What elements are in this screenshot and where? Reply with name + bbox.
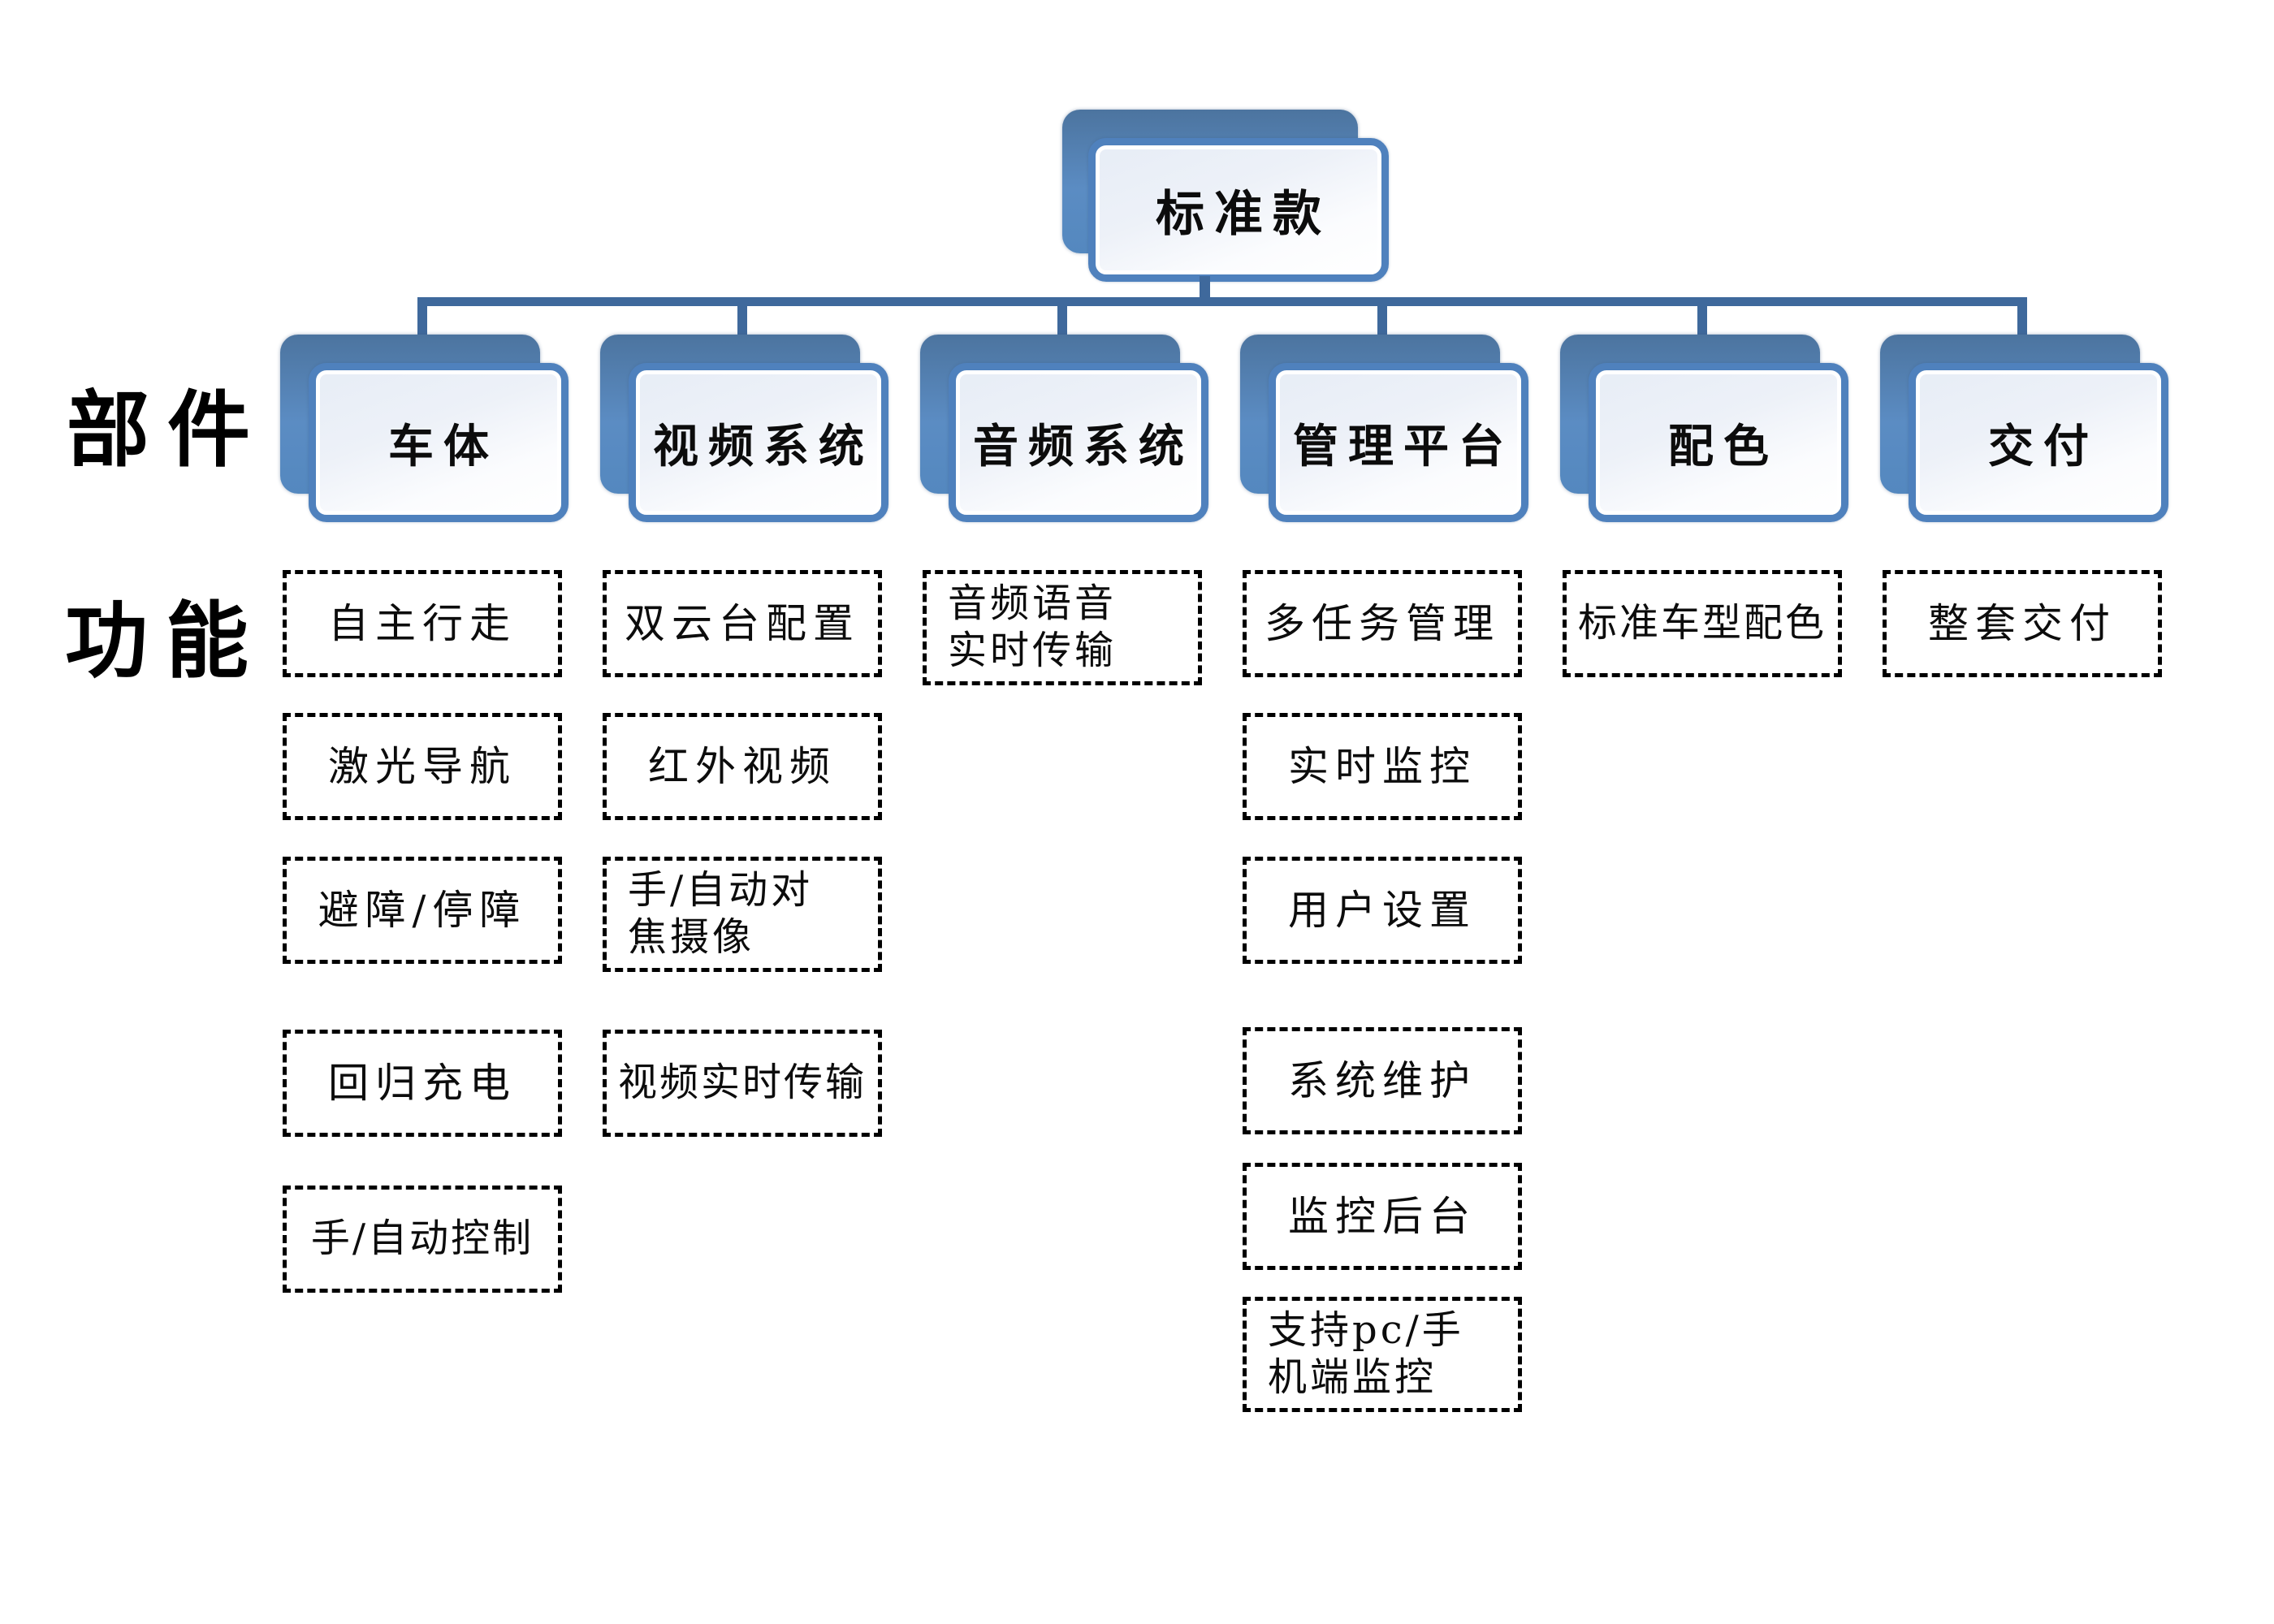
function-box: 实时监控	[1243, 713, 1522, 820]
component-node: 配色	[1560, 335, 1848, 522]
function-label: 视频实时传输	[617, 1060, 867, 1106]
component-label: 车体	[388, 419, 499, 473]
component-label: 视频系统	[653, 419, 874, 473]
function-label: 多任务管理	[1265, 600, 1500, 647]
component-label: 交付	[1988, 419, 2099, 473]
function-box: 双云台配置	[603, 570, 882, 677]
component-node-box: 视频系统	[629, 363, 888, 522]
function-label: 激光导航	[328, 743, 517, 790]
function-box: 音频语音 实时传输	[923, 570, 1202, 685]
function-box: 系统维护	[1243, 1027, 1522, 1134]
tree-connector-vertical	[1057, 306, 1067, 339]
tree-connector-vertical	[1200, 276, 1210, 297]
function-label: 音频语音 实时传输	[948, 581, 1118, 673]
component-node: 音频系统	[920, 335, 1208, 522]
function-label: 支持pc/手 机端监控	[1268, 1307, 1464, 1400]
component-node-box: 音频系统	[949, 363, 1208, 522]
tree-connector-vertical	[417, 306, 427, 339]
function-label: 标准车型配色	[1577, 600, 1827, 646]
component-node: 交付	[1880, 335, 2168, 522]
function-box: 视频实时传输	[603, 1030, 882, 1137]
function-box: 自主行走	[283, 570, 562, 677]
function-box: 红外视频	[603, 713, 882, 820]
function-box: 多任务管理	[1243, 570, 1522, 677]
function-label: 监控后台	[1288, 1193, 1476, 1240]
function-box: 监控后台	[1243, 1163, 1522, 1270]
function-label: 自主行走	[328, 600, 517, 647]
component-node: 车体	[280, 335, 568, 522]
component-node-box: 管理平台	[1269, 363, 1528, 522]
tree-connector-horizontal	[417, 297, 2027, 306]
function-box: 支持pc/手 机端监控	[1243, 1297, 1522, 1412]
component-label: 配色	[1668, 419, 1779, 473]
tree-connector-vertical	[2017, 306, 2027, 339]
function-box: 手/自动对 焦摄像	[603, 857, 882, 972]
function-box: 标准车型配色	[1563, 570, 1842, 677]
function-box: 回归充电	[283, 1030, 562, 1137]
tree-connector-vertical	[1697, 306, 1707, 339]
component-node: 视频系统	[600, 335, 888, 522]
function-label: 回归充电	[328, 1060, 517, 1107]
function-box: 激光导航	[283, 713, 562, 820]
component-node-box: 配色	[1589, 363, 1848, 522]
root-node-label: 标准款	[1156, 186, 1331, 243]
row-label-functions: 功能	[65, 593, 266, 690]
root-node: 标准款	[1062, 110, 1389, 282]
function-box: 手/自动控制	[283, 1186, 562, 1293]
component-node-box: 交付	[1909, 363, 2168, 522]
function-label: 手/自动控制	[310, 1216, 534, 1262]
function-label: 手/自动对 焦摄像	[628, 867, 814, 960]
function-box: 整套交付	[1883, 570, 2162, 677]
function-label: 用户设置	[1288, 887, 1476, 934]
function-box: 用户设置	[1243, 857, 1522, 964]
function-label: 系统维护	[1288, 1057, 1476, 1104]
component-label: 音频系统	[973, 419, 1194, 473]
root-node-box: 标准款	[1088, 138, 1389, 282]
component-label: 管理平台	[1293, 419, 1514, 473]
function-label: 整套交付	[1928, 600, 2116, 647]
row-label-components: 部件	[67, 382, 268, 479]
function-box: 避障/停障	[283, 857, 562, 964]
tree-connector-vertical	[737, 306, 747, 339]
component-node-box: 车体	[309, 363, 568, 522]
function-label: 双云台配置	[625, 600, 860, 647]
function-label: 红外视频	[648, 743, 837, 790]
component-node: 管理平台	[1240, 335, 1528, 522]
tree-connector-vertical	[1377, 306, 1387, 339]
function-label: 实时监控	[1288, 743, 1476, 790]
function-label: 避障/停障	[318, 887, 527, 934]
